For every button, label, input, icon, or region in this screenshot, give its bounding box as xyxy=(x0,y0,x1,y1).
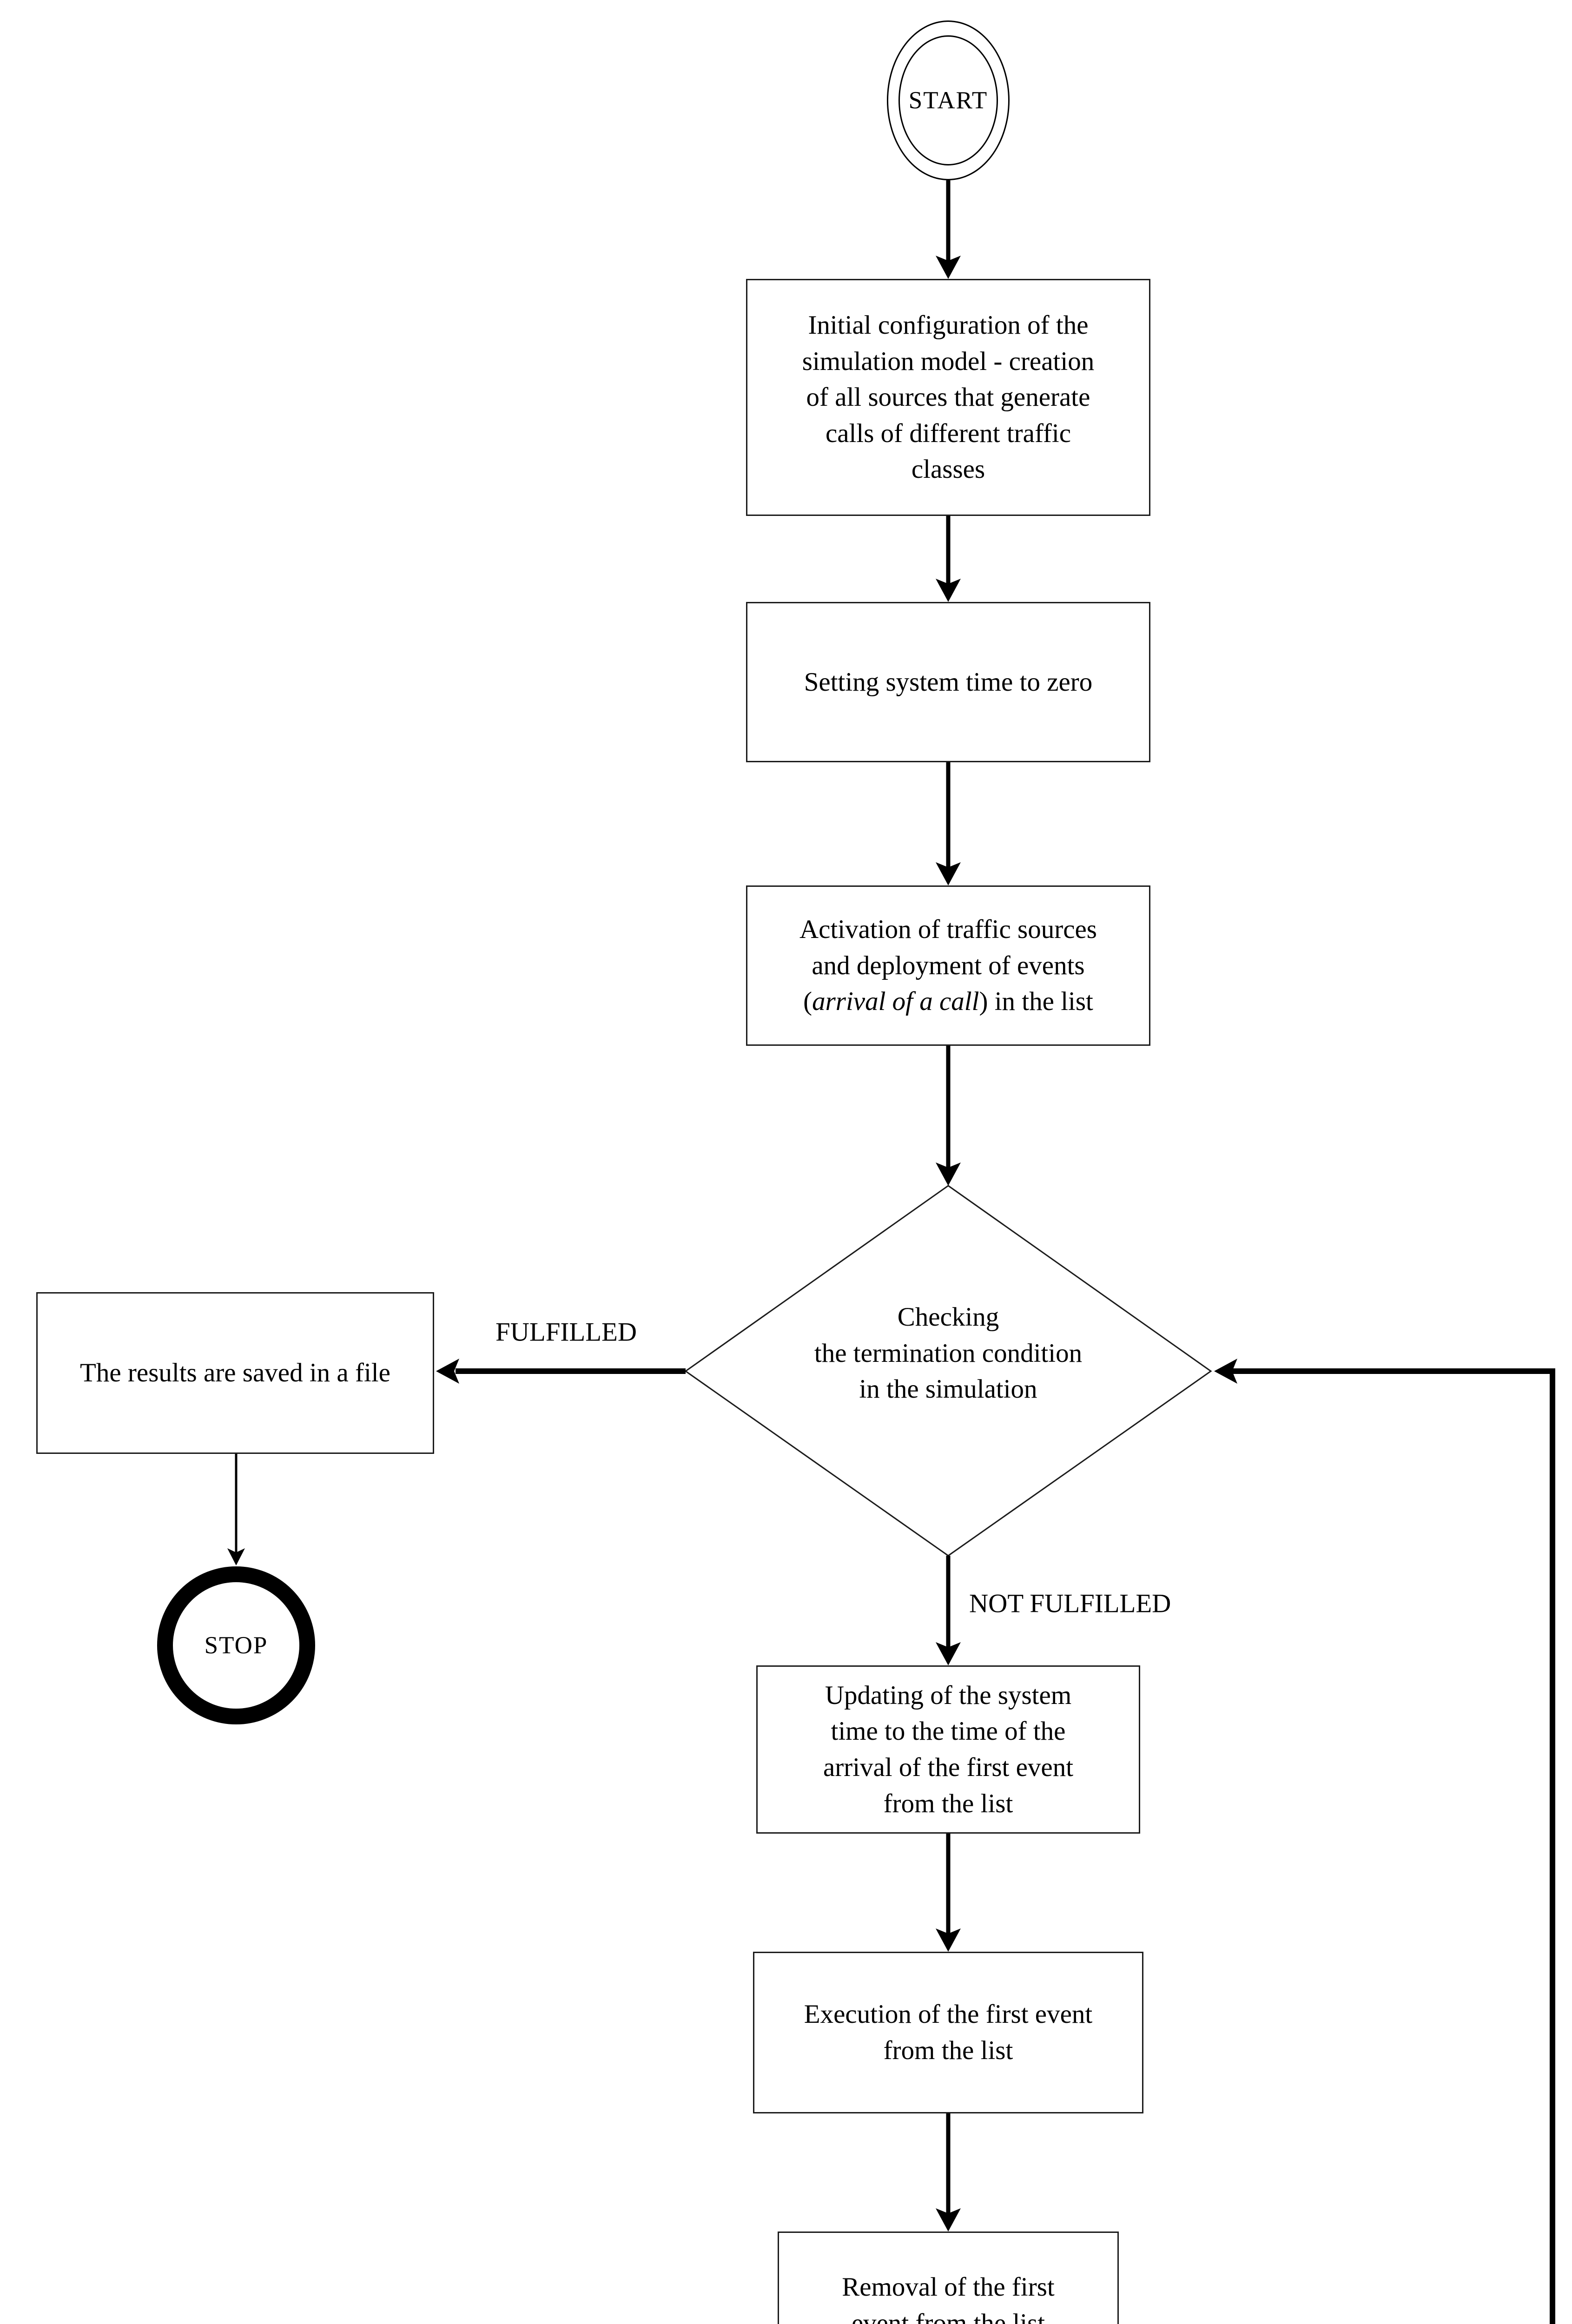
activation-text-italic: arrival of a call xyxy=(812,987,979,1017)
process-set-system-time: Setting system time to zero xyxy=(746,602,1150,762)
stop-label: STOP xyxy=(204,1632,268,1659)
arrow-settime-to-activation xyxy=(936,762,961,885)
arrow-loop-back-to-decision xyxy=(1214,1359,1555,2324)
decision-node: Checking the termination condition in th… xyxy=(739,1299,1157,1407)
arrow-results-to-stop xyxy=(227,1454,245,1565)
arrow-execute-to-remove xyxy=(936,2113,961,2232)
arrow-decision-to-update xyxy=(936,1556,961,1665)
process-remove-first-event-text: Removal of the first event from the list xyxy=(842,2272,1055,2324)
stop-node: STOP xyxy=(157,1566,315,1724)
arrow-decision-to-results xyxy=(436,1359,686,1384)
process-initial-configuration: Initial configuration of the simulation … xyxy=(746,279,1150,516)
start-node: START xyxy=(887,20,1010,180)
activation-text-prefix: Activation of traffic sources and deploy… xyxy=(799,915,1097,1017)
process-save-results-text: The results are saved in a file xyxy=(80,1358,390,1388)
process-activation-of-sources-text: Activation of traffic sources and deploy… xyxy=(799,911,1097,1020)
process-save-results: The results are saved in a file xyxy=(36,1292,434,1454)
start-inner-ring xyxy=(898,35,998,165)
process-activation-of-sources: Activation of traffic sources and deploy… xyxy=(746,885,1150,1046)
arrow-update-to-execute xyxy=(936,1834,961,1952)
process-execute-first-event: Execution of the first event from the li… xyxy=(753,1952,1143,2113)
process-set-system-time-text: Setting system time to zero xyxy=(804,667,1093,697)
process-remove-first-event: Removal of the first event from the list xyxy=(778,2232,1119,2324)
arrow-initial-to-settime xyxy=(936,516,961,602)
edge-label-not-fulfilled: NOT FULFILLED xyxy=(969,1589,1171,1618)
process-update-system-time: Updating of the system time to the time … xyxy=(756,1665,1140,1834)
edge-label-fulfilled: FULFILLED xyxy=(495,1317,637,1347)
arrow-activation-to-decision xyxy=(936,1046,961,1186)
activation-text-suffix: ) in the list xyxy=(979,987,1093,1017)
process-initial-configuration-text: Initial configuration of the simulation … xyxy=(802,310,1095,484)
decision-node-text: Checking the termination condition in th… xyxy=(814,1302,1083,1404)
arrow-start-to-initial xyxy=(936,180,961,279)
process-update-system-time-text: Updating of the system time to the time … xyxy=(823,1680,1074,1818)
process-execute-first-event-text: Execution of the first event from the li… xyxy=(804,2000,1093,2065)
